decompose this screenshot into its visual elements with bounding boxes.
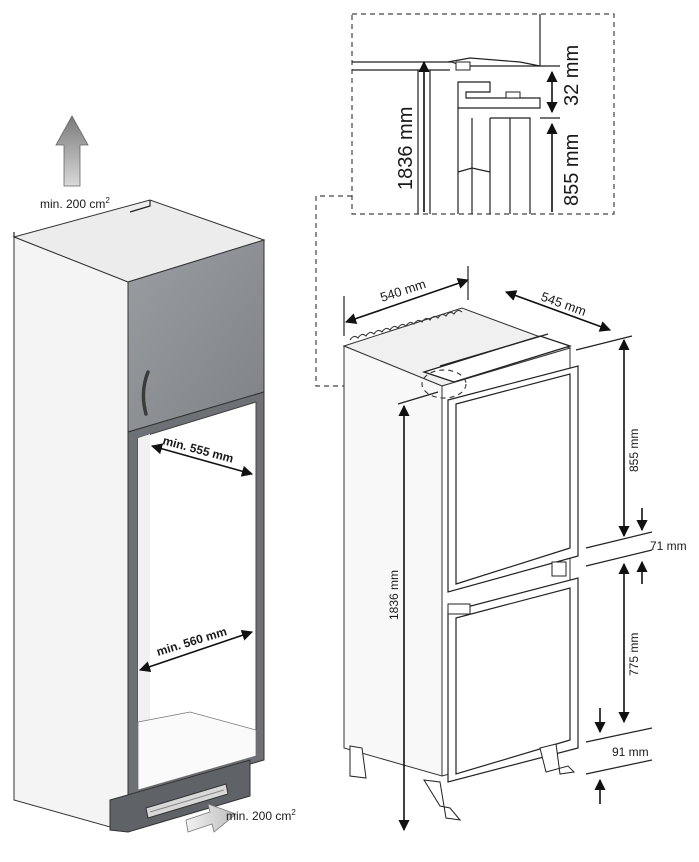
lower-door-hinge-icon xyxy=(447,603,471,615)
vent-slot-line xyxy=(149,789,225,813)
detail-frame xyxy=(351,13,615,215)
detail-fridge-top xyxy=(490,117,531,214)
detail-cabinet-side xyxy=(417,70,431,214)
fridge-height-label: 1836 mm xyxy=(387,570,401,620)
detail-bracket xyxy=(457,81,541,109)
detail-screw xyxy=(455,61,471,71)
detail-top-board xyxy=(352,14,541,67)
detail-leader xyxy=(315,195,420,387)
hinge-rail-inner xyxy=(439,333,549,367)
hinge-detail-inset: 1836 mm 32 mm 855 mm xyxy=(315,13,615,387)
vent-bottom-label: min. 200 cm2 xyxy=(226,808,296,823)
fridge-lower-door-label: 775 mm xyxy=(627,633,641,676)
middle-ext-bottom xyxy=(585,549,653,567)
height-ext-top xyxy=(397,391,439,405)
detail-fridge-panels xyxy=(457,108,511,214)
detail-hinge-plate xyxy=(447,57,541,67)
fridge-upper-door-label: 855 mm xyxy=(627,429,641,472)
air-out-arrow-icon xyxy=(55,115,89,187)
niche-side-shade xyxy=(138,434,150,722)
middle-ext-top xyxy=(585,531,653,549)
fridge-left-side xyxy=(343,345,443,777)
fridge-foot-left xyxy=(349,745,367,779)
width-dimension xyxy=(344,277,470,325)
vent-top-label: min. 200 cm2 xyxy=(40,196,110,211)
detail-height-label: 1836 mm xyxy=(395,107,417,190)
fridge-depth-label: 545 mm xyxy=(539,289,588,319)
fridge-upper-door xyxy=(447,365,579,593)
middle-hinge-icon xyxy=(551,561,567,577)
detail-upper-label: 855 mm xyxy=(561,134,583,206)
right-ext-top xyxy=(575,335,633,351)
fridge-lower-door xyxy=(447,577,579,783)
cabinet-drawing: min. 200 cm2 min. 200 cm2 min. 555 mm mi… xyxy=(12,115,296,833)
fridge-drawing: 540 mm 545 mm 1836 mm 855 mm 71 mm 775 m… xyxy=(342,266,687,832)
depth-dimension xyxy=(504,290,612,332)
cabinet-top-edge xyxy=(13,200,151,237)
fridge-foot-right xyxy=(539,743,576,775)
door-handle-icon xyxy=(141,370,150,416)
detail-gap-label: 32 mm xyxy=(561,45,583,106)
detail-pin xyxy=(505,91,521,99)
air-in-arrow-icon xyxy=(185,803,237,833)
upper-door-inner xyxy=(455,373,571,585)
detail-door-edge xyxy=(457,167,491,173)
fridge-bottom-gap-label: 91 mm xyxy=(612,745,649,759)
inner-width-dimension xyxy=(150,443,254,477)
fridge-foot-front xyxy=(423,779,462,821)
fridge-middle-gap-label: 71 mm xyxy=(650,539,687,553)
cabinet-plinth xyxy=(109,759,251,833)
cabinet-niche-floor xyxy=(137,711,257,791)
detail-callout-circle xyxy=(421,369,467,399)
cabinet-left-side xyxy=(13,236,129,833)
fridge-width-label: 540 mm xyxy=(378,276,427,305)
lower-door-inner xyxy=(455,587,571,775)
inner-depth-dimension xyxy=(138,629,254,673)
bottom-ext-bottom xyxy=(585,759,653,775)
bottom-ext-top xyxy=(585,727,653,743)
